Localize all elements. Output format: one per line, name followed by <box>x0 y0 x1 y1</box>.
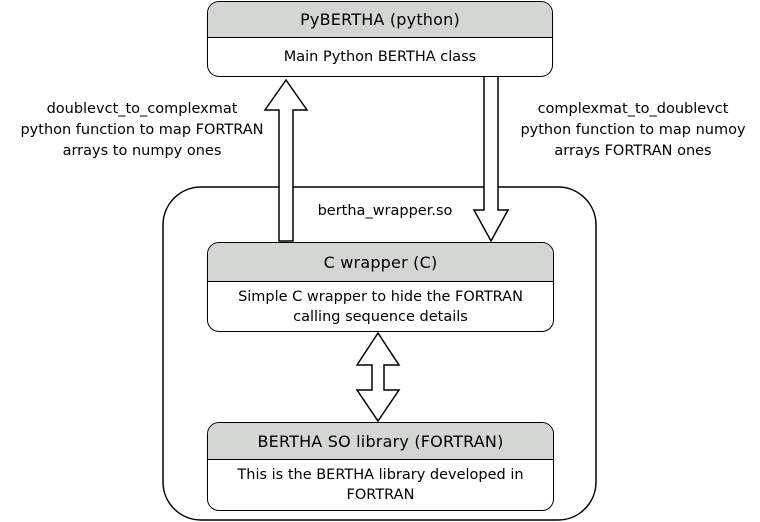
down-arrow <box>472 74 510 243</box>
left-annotation-line1: doublevct_to_complexmat <box>46 101 238 117</box>
pybertha-box: PyBERTHA (python) Main Python BERTHA cla… <box>207 1 553 77</box>
bidirectional-arrow <box>355 331 401 423</box>
shared-object-label: bertha_wrapper.so <box>317 203 453 219</box>
c-wrapper-description-line1: Simple C wrapper to hide the FORTRAN <box>238 288 523 305</box>
left-annotation-line3: arrays to numpy ones <box>62 143 222 159</box>
up-arrow <box>263 78 309 242</box>
bertha-library-box: BERTHA SO library (FORTRAN) This is the … <box>207 422 554 511</box>
right-annotation-line2: python function to map numoy <box>520 122 746 138</box>
left-annotation: doublevct_to_complexmat python function … <box>0 99 284 162</box>
right-annotation-line1: complexmat_to_doublevct <box>537 101 729 117</box>
shared-object-container <box>162 186 597 521</box>
c-wrapper-description-line2: calling sequence details <box>293 308 468 325</box>
bertha-library-title: BERTHA SO library (FORTRAN) <box>208 423 553 460</box>
c-wrapper-title: C wrapper (C) <box>208 243 553 282</box>
pybertha-title: PyBERTHA (python) <box>208 2 552 38</box>
c-wrapper-description: Simple C wrapper to hide the FORTRAN cal… <box>208 282 553 331</box>
bertha-library-description-line1: This is the BERTHA library developed in <box>237 467 524 483</box>
pybertha-description: Main Python BERTHA class <box>283 49 477 65</box>
bertha-library-description: This is the BERTHA library developed in … <box>208 460 553 510</box>
bertha-library-description-line2: FORTRAN <box>346 487 415 503</box>
c-wrapper-box: C wrapper (C) Simple C wrapper to hide t… <box>207 242 554 332</box>
right-annotation-line3: arrays FORTRAN ones <box>554 143 712 159</box>
left-annotation-line2: python function to map FORTRAN <box>20 122 264 138</box>
right-annotation: complexmat_to_doublevct python function … <box>506 99 760 162</box>
